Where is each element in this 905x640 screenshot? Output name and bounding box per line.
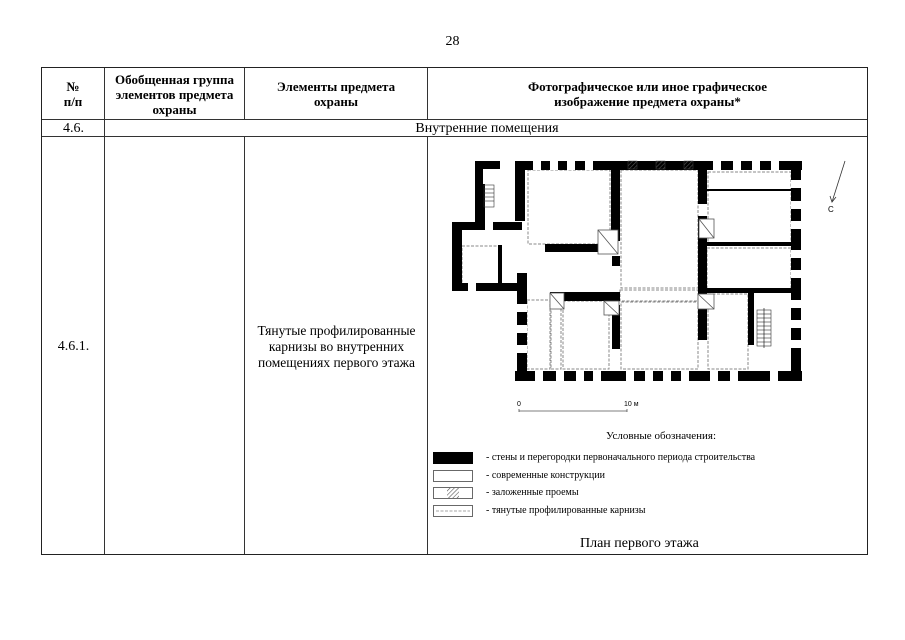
compass-north-label: С xyxy=(828,205,834,214)
col-divider xyxy=(244,68,245,120)
staircases xyxy=(483,184,772,348)
section-number: 4.6. xyxy=(63,121,84,136)
scale-bar xyxy=(518,409,628,412)
legend-label: - современные конструкции xyxy=(486,470,605,481)
door-swings xyxy=(549,218,715,316)
blocked-openings xyxy=(627,160,694,170)
col-divider xyxy=(427,137,428,554)
legend-item-blocked-openings: - заложенные проемы xyxy=(486,486,579,499)
original-walls xyxy=(452,161,802,381)
scale-end-label: 10 м xyxy=(624,401,639,408)
legend-item-original-walls: - стены и перегородки первоначального пе… xyxy=(486,451,755,464)
section-title: Внутренние помещения xyxy=(415,121,559,136)
protection-table: № п/п Обобщенная группа элементов предме… xyxy=(41,67,868,555)
row-number: 4.6.1. xyxy=(57,338,90,354)
plan-caption: План первого этажа xyxy=(580,536,699,551)
legend-item-profiled-cornices: - тянутые профилированные карнизы xyxy=(486,504,645,517)
cornice-outlines xyxy=(461,169,792,370)
legend-title: Условные обозначения: xyxy=(606,430,717,442)
header-image: Фотографическое или иное графическое изо… xyxy=(528,79,767,109)
col-divider xyxy=(104,68,105,554)
legend-label: - тянутые профилированные карнизы xyxy=(486,505,646,516)
page-number: 28 xyxy=(445,34,460,49)
compass-arrow-icon xyxy=(829,160,846,203)
scale-start-label: 0 xyxy=(517,401,521,408)
header-group: Обобщенная группа элементов предмета охр… xyxy=(115,71,234,117)
col-divider xyxy=(244,137,245,554)
row-divider xyxy=(42,136,867,137)
row-divider xyxy=(42,119,867,120)
window-openings xyxy=(468,161,801,381)
legend-swatches xyxy=(433,452,473,517)
header-num: № п/п xyxy=(63,79,83,109)
header-elements: Элементы предмета охраны xyxy=(276,79,396,109)
legend-label: - заложенные проемы xyxy=(486,487,579,498)
legend-label: - стены и перегородки первоначального пе… xyxy=(486,452,756,463)
col-divider xyxy=(427,68,428,120)
legend-item-modern-constructions: - современные конструкции xyxy=(486,469,605,482)
row-elements: Тянутые профилированные карнизы во внутр… xyxy=(257,322,416,370)
